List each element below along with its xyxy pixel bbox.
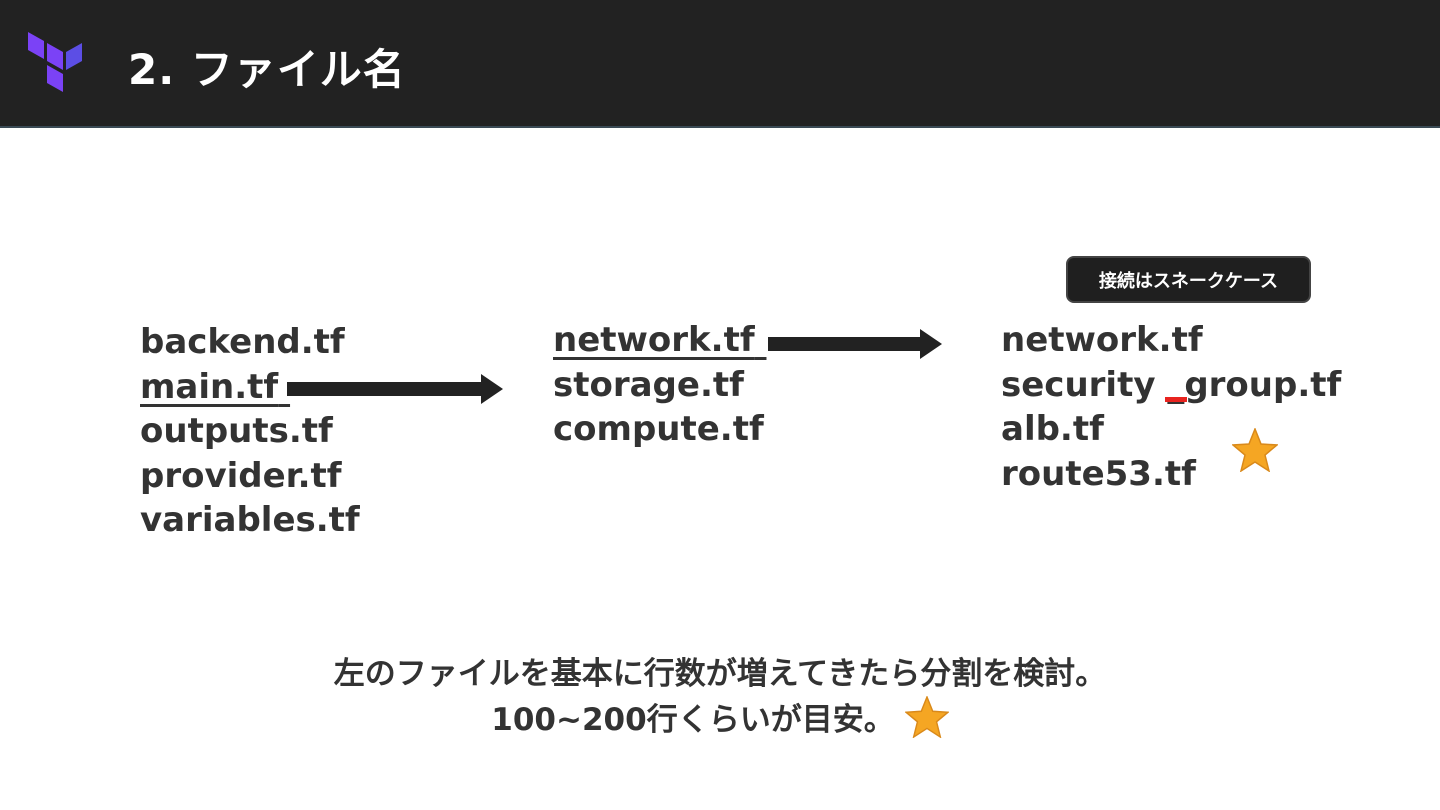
right-arrow-icon — [768, 329, 942, 359]
file-list-snake-case: network.tf security _group.tf alb.tf rou… — [1001, 318, 1341, 496]
file-item: main.tf — [140, 365, 360, 410]
file-item: provider.tf — [140, 455, 342, 496]
file-item: storage.tf — [553, 364, 744, 405]
file-item: compute.tf — [553, 409, 764, 449]
file-item: network.tf — [553, 318, 766, 363]
guideline-subtext: 100~200行くらいが目安。 — [0, 694, 1440, 739]
file-item: network.tf — [1001, 320, 1203, 360]
file-item-underlined: network.tf — [553, 320, 755, 360]
guideline-text: 左のファイルを基本に行数が増えてきたら分割を検討。 — [333, 656, 1107, 692]
guideline-subtext-label: 100~200行くらいが目安。 — [491, 702, 895, 738]
star-icon — [1232, 428, 1278, 472]
file-list-basic: backend.tf main.tf outputs.tf provider.t… — [140, 320, 360, 543]
file-item: alb.tf — [1001, 409, 1104, 449]
header-bar: 2. ファイル名 — [0, 0, 1440, 128]
right-arrow-icon — [287, 374, 503, 404]
file-item: variables.tf — [140, 500, 360, 540]
file-list-split: network.tf storage.tf compute.tf — [553, 318, 766, 452]
file-item: backend.tf — [140, 322, 345, 362]
star-icon — [903, 695, 950, 739]
file-item: route53.tf — [1001, 453, 1196, 494]
file-item: security _group.tf — [1001, 364, 1342, 405]
page-title: 2. ファイル名 — [128, 45, 406, 94]
snake-case-badge: 接続はスネークケース — [1066, 256, 1311, 303]
terraform-logo-icon — [28, 32, 82, 92]
file-item: outputs.tf — [140, 411, 333, 451]
underscore-highlight — [1165, 397, 1187, 402]
file-item-underlined: main.tf — [140, 366, 279, 407]
